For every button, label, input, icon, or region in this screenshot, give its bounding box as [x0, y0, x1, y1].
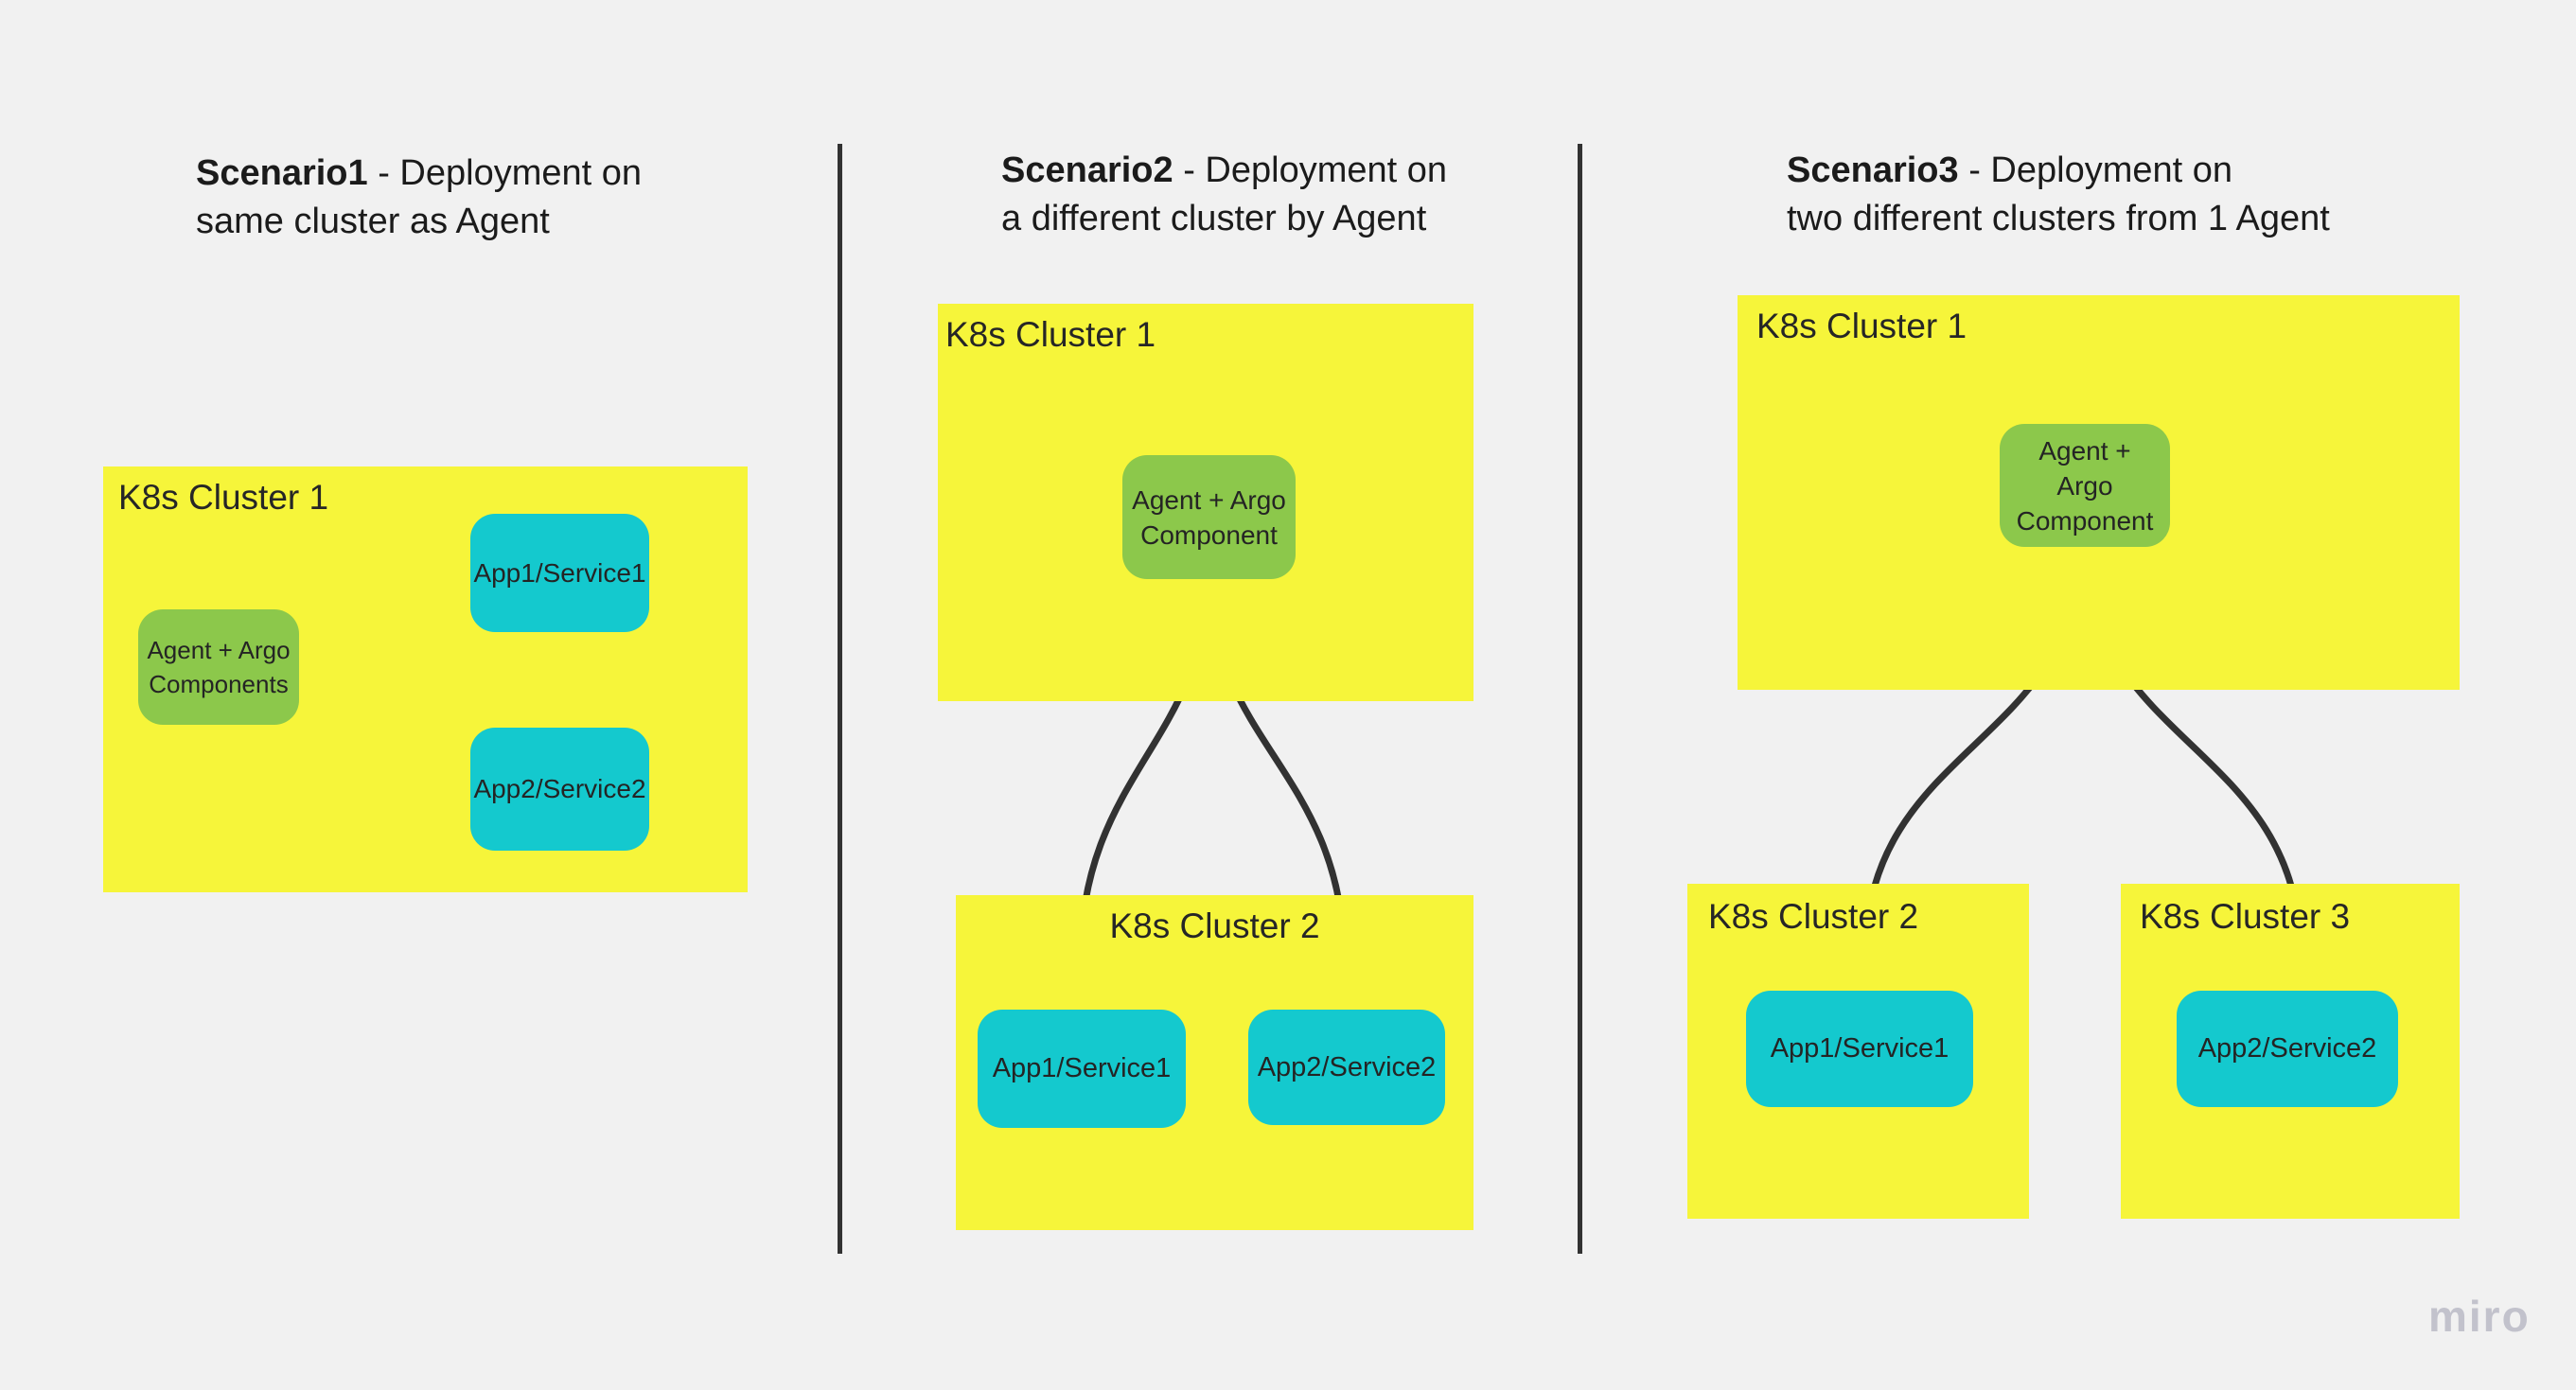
- scenario2-title-line1: Scenario2 - Deployment on: [1001, 147, 1447, 195]
- scenario2-title-bold: Scenario2: [1001, 150, 1173, 190]
- s3-app1-label: App1/Service1: [1770, 1033, 1950, 1064]
- s2-app2-label: App2/Service2: [1257, 1051, 1437, 1082]
- scenario1-title-rest: - Deployment on: [367, 153, 643, 193]
- divider-line-1: [838, 144, 842, 1254]
- s2-app1-box[interactable]: App1/Service1: [978, 1010, 1186, 1128]
- s3-app2-label: App2/Service2: [2197, 1033, 2377, 1064]
- scenario2-title-rest: - Deployment on: [1173, 150, 1448, 190]
- scenario1-title-line1: Scenario1 - Deployment on: [196, 150, 642, 198]
- s2-agent-box[interactable]: Agent + Argo Component: [1122, 455, 1296, 579]
- scenario3-title-line2: two different clusters from 1 Agent: [1787, 199, 2330, 238]
- s2-agent-label: Agent + Argo Component: [1132, 484, 1286, 550]
- s2-app2-box[interactable]: App2/Service2: [1248, 1010, 1445, 1125]
- s1-app1-label: App1/Service1: [473, 557, 646, 588]
- scenario3-title-rest: - Deployment on: [1958, 150, 2233, 190]
- scenario2-title-line2: a different cluster by Agent: [1001, 199, 1427, 238]
- s1-app2-box[interactable]: App2/Service2: [470, 728, 649, 851]
- s3-cluster1-label: K8s Cluster 1: [1756, 307, 1967, 345]
- scenario1-title-bold: Scenario1: [196, 153, 368, 193]
- s3-cluster2-label: K8s Cluster 2: [1708, 897, 1919, 936]
- scenario1-title-line2: same cluster as Agent: [196, 202, 550, 241]
- s3-agent-label: Agent + Argo Component: [2016, 435, 2154, 536]
- scenario3-title: Scenario3 - Deployment on two different …: [1787, 147, 2330, 243]
- scenario3-title-line1: Scenario3 - Deployment on: [1787, 147, 2330, 195]
- s3-cluster3-label: K8s Cluster 3: [2140, 897, 2351, 936]
- s2-cluster1-label: K8s Cluster 1: [945, 315, 1156, 354]
- s1-cluster1-label: K8s Cluster 1: [118, 478, 329, 517]
- divider-line-2: [1578, 144, 1582, 1254]
- s3-agent-box[interactable]: Agent + Argo Component: [2000, 424, 2170, 547]
- s2-app1-label: App1/Service1: [992, 1053, 1172, 1083]
- miro-watermark: miro: [2428, 1292, 2531, 1341]
- s1-app2-label: App2/Service2: [473, 774, 646, 803]
- scenario3-title-bold: Scenario3: [1787, 150, 1959, 190]
- s2-cluster2-label: K8s Cluster 2: [1109, 906, 1320, 945]
- scenario2-title: Scenario2 - Deployment on a different cl…: [1001, 147, 1447, 243]
- s1-app1-box[interactable]: App1/Service1: [470, 514, 649, 632]
- s1-agent-box[interactable]: Agent + Argo Components: [138, 609, 299, 725]
- scenario1-title: Scenario1 - Deployment on same cluster a…: [196, 150, 642, 246]
- s1-agent-label: Agent + Argo Components: [147, 636, 291, 698]
- s3-app2-box[interactable]: App2/Service2: [2177, 991, 2398, 1107]
- s3-app1-box[interactable]: App1/Service1: [1746, 991, 1973, 1107]
